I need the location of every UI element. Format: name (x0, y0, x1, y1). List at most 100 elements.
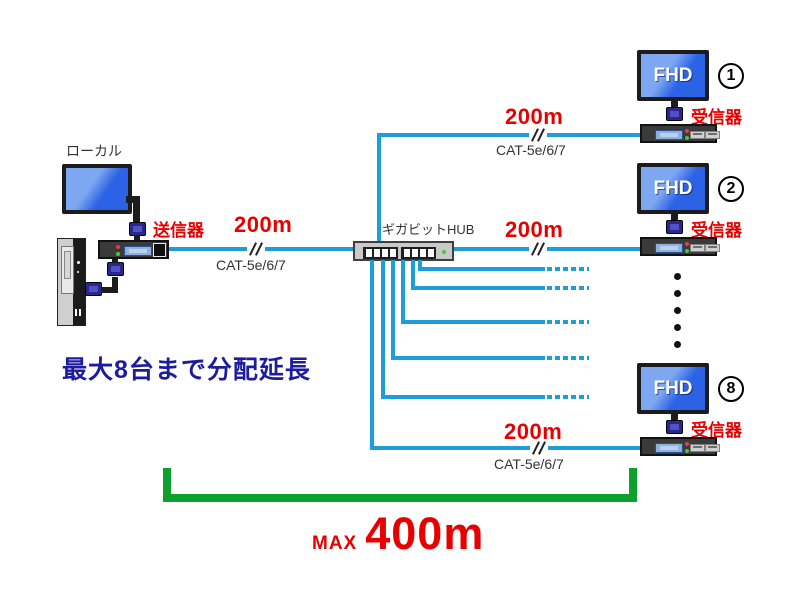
local-label: ローカル (66, 143, 122, 159)
cable-stub-dashed (547, 267, 589, 271)
rx8-monitor: FHD (637, 363, 709, 414)
rx1-number-badge: 1 (718, 63, 744, 89)
ellipsis-dot (674, 273, 681, 280)
led-icon (116, 245, 120, 249)
cable-hub-rx1 (377, 133, 381, 241)
cable-stub (401, 260, 405, 324)
cable-stub-dashed (547, 356, 589, 360)
rx1-receiver-label: 受信器 (691, 108, 742, 127)
rx2-receiver-unit (640, 237, 720, 256)
ellipsis-dot (674, 341, 681, 348)
led-icon (685, 442, 689, 446)
vga-connector-stem (134, 235, 140, 241)
rx2-distance-label: 200m (505, 217, 564, 242)
vga-port-icon (655, 443, 683, 453)
vga-port-icon (655, 130, 683, 140)
cable-break-icon (529, 242, 547, 256)
cable-hub-rx8 (370, 260, 374, 450)
usb-port-icon (705, 131, 720, 139)
usb-port-icon (690, 131, 705, 139)
rx2-monitor-cable (671, 214, 678, 221)
cable-break-icon (530, 441, 548, 455)
max-value-label: 400m (365, 508, 485, 559)
cable-hub-rx2 (454, 247, 640, 251)
max-prefix-label: MAX (312, 533, 358, 554)
rx8-monitor-label: FHD (653, 377, 693, 399)
pc-tower (57, 238, 86, 326)
hub-port-group (401, 247, 436, 259)
usb-port-icon (690, 444, 705, 452)
hub-label: ギガビットHUB (382, 222, 475, 237)
cable-stub-dashed (547, 395, 589, 399)
cable-stub-dashed (547, 286, 589, 290)
rx8-cable-type-label: CAT-5e/6/7 (494, 456, 564, 472)
ellipsis-dot (674, 290, 681, 297)
usb-port-icon (705, 444, 720, 452)
rx8-receiver-label: 受信器 (691, 421, 742, 440)
cable-stub (411, 286, 545, 290)
cable-break-icon (529, 128, 547, 142)
cable-hub-rx1 (377, 133, 640, 137)
transmitter-unit (98, 240, 169, 259)
rx8-number-badge: 8 (718, 376, 744, 402)
vga-connector-icon (129, 222, 146, 236)
rx8-receiver-unit (640, 437, 720, 456)
pc-cable (101, 287, 118, 293)
cable-stub (418, 260, 422, 271)
led-icon (685, 136, 689, 140)
vga-connector-icon (666, 420, 683, 434)
transmitter-label: 送信器 (153, 221, 204, 240)
led-icon (685, 242, 689, 246)
tx-distance-label: 200m (234, 212, 293, 237)
rx1-monitor-label: FHD (653, 64, 693, 86)
rx1-receiver-unit (640, 124, 720, 143)
led-icon (116, 252, 120, 256)
led-icon (685, 249, 689, 253)
cable-stub (391, 356, 545, 360)
led-icon (685, 129, 689, 133)
hub-led-icon (442, 250, 446, 254)
vga-connector-icon (107, 262, 124, 276)
cable-stub-dashed (547, 320, 589, 324)
vga-port-icon (655, 243, 683, 253)
cable-stub (411, 260, 415, 290)
cable-break-icon (247, 242, 265, 256)
max-bracket (163, 468, 637, 502)
rx8-monitor-cable (671, 414, 678, 421)
pc-cable (112, 277, 118, 293)
led-icon (685, 449, 689, 453)
vga-connector-icon (666, 220, 683, 234)
usb-mark (75, 309, 82, 316)
rx2-number-badge: 2 (718, 176, 744, 202)
cable-stub (381, 260, 385, 399)
hub-port-group (363, 247, 398, 259)
tx-cable-type-label: CAT-5e/6/7 (216, 257, 286, 273)
local-monitor (62, 164, 132, 214)
vga-port-icon (124, 246, 152, 256)
drive-slot (61, 246, 74, 294)
vga-connector-icon (85, 282, 102, 296)
rx1-monitor-cable (671, 101, 678, 108)
hdd-led (77, 271, 79, 273)
rx2-monitor: FHD (637, 163, 709, 214)
ellipsis-dot (674, 324, 681, 331)
rx8-distance-label: 200m (504, 419, 563, 444)
rx1-cable-type-label: CAT-5e/6/7 (496, 142, 566, 158)
rx2-receiver-label: 受信器 (691, 221, 742, 240)
rx2-monitor-label: FHD (653, 177, 693, 199)
max-distance: MAX 400m (312, 508, 484, 560)
usb-port-icon (690, 244, 705, 252)
cable-stub (391, 260, 395, 360)
rx1-distance-label: 200m (505, 104, 564, 129)
power-led (77, 261, 80, 264)
ellipsis-dot (674, 307, 681, 314)
capacity-note: 最大8台まで分配延長 (62, 356, 311, 384)
rj45-port-icon (153, 243, 166, 257)
rx1-monitor: FHD (637, 50, 709, 101)
gigabit-hub (353, 241, 454, 261)
cable-stub (401, 320, 545, 324)
cable-hub-rx8 (370, 446, 640, 450)
vga-connector-icon (666, 107, 683, 121)
monitor-cable (133, 196, 140, 222)
